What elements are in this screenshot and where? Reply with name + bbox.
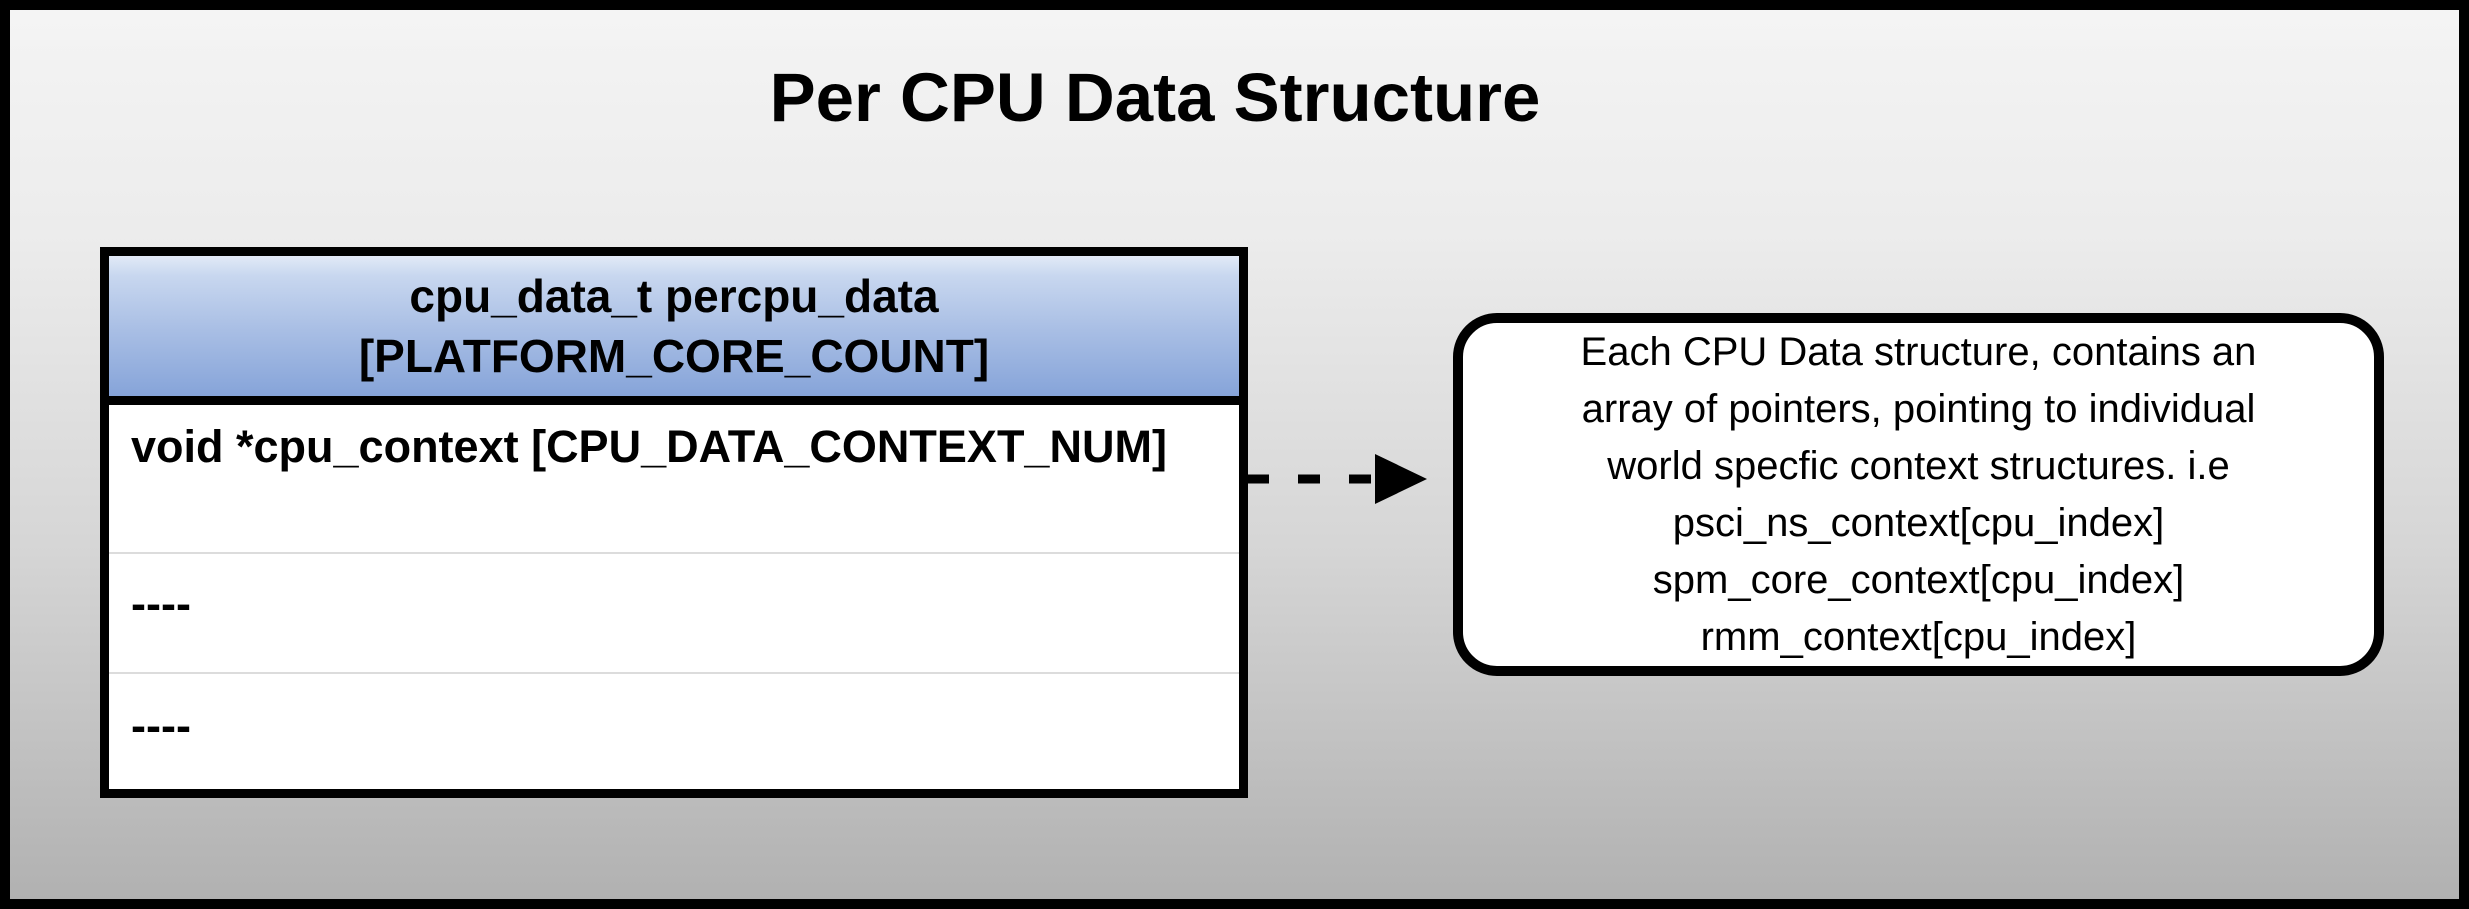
table-cell-text: ---- (131, 578, 191, 629)
page-title: Per CPU Data Structure (769, 59, 1541, 136)
table-header-line2: [PLATFORM_CORE_COUNT] (358, 330, 990, 382)
table-cell-text: void *cpu_context [CPU_DATA_CONTEXT_NUM] (131, 421, 1167, 472)
table-row-placeholder-2: ---- (109, 674, 1239, 788)
table-header: cpu_data_t percpu_data [PLATFORM_CORE_CO… (109, 256, 1239, 405)
callout-line: spm_core_context[cpu_index] (1652, 557, 2185, 602)
callout-line: array of pointers, pointing to individua… (1581, 386, 2256, 431)
table-row-placeholder-1: ---- (109, 554, 1239, 674)
callout-line: rmm_context[cpu_index] (1700, 614, 2137, 659)
cpu-data-table: cpu_data_t percpu_data [PLATFORM_CORE_CO… (100, 247, 1248, 798)
callout-line: Each CPU Data structure, contains an (1580, 329, 2257, 374)
table-cell-text: ---- (131, 700, 191, 751)
callout-note: Each CPU Data structure, contains an arr… (1453, 313, 2384, 676)
callout-line: psci_ns_context[cpu_index] (1672, 500, 2165, 545)
callout-line: world specfic context structures. i.e (1607, 443, 2230, 488)
table-row-cpu-context: void *cpu_context [CPU_DATA_CONTEXT_NUM] (109, 405, 1239, 554)
table-header-line1: cpu_data_t percpu_data (409, 270, 939, 322)
dashed-arrow-icon (1247, 454, 1427, 504)
